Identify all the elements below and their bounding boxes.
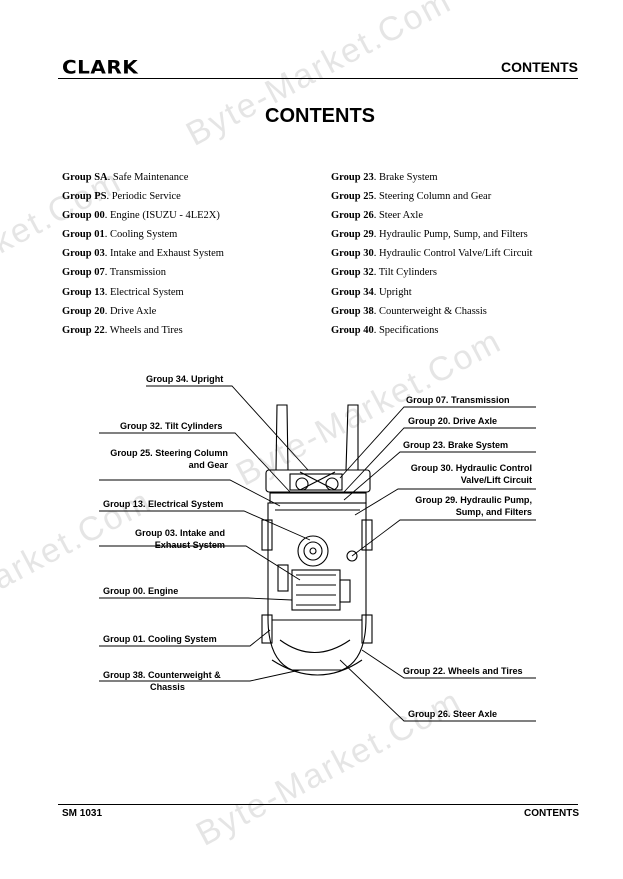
callout-cooling: Group 01. Cooling System <box>103 634 217 644</box>
toc-entry[interactable]: Group 22. Wheels and Tires <box>62 324 183 336</box>
toc-entry[interactable]: Group 00. Engine (ISUZU - 4LE2X) <box>62 210 220 222</box>
callout-drive-axle: Group 20. Drive Axle <box>408 416 498 426</box>
page-title: CONTENTS <box>265 105 375 127</box>
header-rule <box>58 78 578 79</box>
upright-carriage <box>265 469 371 493</box>
toc-left-column: Group SA. Safe Maintenance Group PS. Per… <box>62 171 224 343</box>
front-wheel-left <box>261 519 273 551</box>
toc-entry[interactable]: Group 34. Upright <box>331 286 412 298</box>
callout-transmission: Group 07. Transmission <box>406 395 510 405</box>
footer-rule <box>58 804 578 805</box>
clark-logo: CLARK <box>62 55 139 79</box>
callout-upright: Group 34. Upright <box>146 374 224 384</box>
callout-counterweight: Group 38. Counterweight &Chassis <box>103 670 221 692</box>
toc-entry[interactable]: Group 25. Steering Column and Gear <box>331 191 492 203</box>
engine-block <box>291 569 341 611</box>
manual-number: SM 1031 <box>62 808 103 819</box>
toc-entry[interactable]: Group 40. Specifications <box>331 324 439 336</box>
toc-entry[interactable]: Group 13. Electrical System <box>62 286 184 298</box>
toc-entry[interactable]: Group 23. Brake System <box>331 172 438 183</box>
leader-lines <box>99 385 536 722</box>
footer-section-title: CONTENTS <box>524 808 579 819</box>
callout-electrical: Group 13. Electrical System <box>103 499 224 509</box>
callout-engine: Group 00. Engine <box>103 586 179 596</box>
callout-steer-axle: Group 26. Steer Axle <box>408 709 498 719</box>
toc-entry[interactable]: Group SA. Safe Maintenance <box>62 172 189 183</box>
fork-left <box>275 404 289 471</box>
toc-entry[interactable]: Group 32. Tilt Cylinders <box>331 267 438 279</box>
toc-entry[interactable]: Group 38. Counterweight & Chassis <box>331 305 487 317</box>
callout-pump: Group 29. Hydraulic Pump,Sump, and Filte… <box>415 495 532 517</box>
toc-entry[interactable]: Group 30. Hydraulic Control Valve/Lift C… <box>331 248 533 260</box>
callout-brake: Group 23. Brake System <box>403 440 509 450</box>
rear-wheel-left <box>261 614 273 644</box>
front-wheel-right <box>361 519 373 551</box>
toc-entry[interactable]: Group 01. Cooling System <box>62 229 178 241</box>
toc-entry[interactable]: Group 03. Intake and Exhaust System <box>62 248 224 260</box>
rear-wheel-right <box>361 614 373 644</box>
steering-wheel <box>297 535 329 567</box>
toc-entry[interactable]: Group 20. Drive Axle <box>62 305 157 317</box>
callout-wheels: Group 22. Wheels and Tires <box>403 666 523 676</box>
toc-entry[interactable]: Group 29. Hydraulic Pump, Sump, and Filt… <box>331 229 528 241</box>
callout-tilt-cylinders: Group 32. Tilt Cylinders <box>120 421 223 431</box>
toc-entry[interactable]: Group PS. Periodic Service <box>62 191 181 203</box>
toc-entry[interactable]: Group 26. Steer Axle <box>331 210 423 222</box>
toc-entry[interactable]: Group 07. Transmission <box>62 267 166 279</box>
header-section-title: CONTENTS <box>501 59 578 75</box>
toc-right-column: Group 23. Brake System Group 25. Steerin… <box>331 171 532 343</box>
